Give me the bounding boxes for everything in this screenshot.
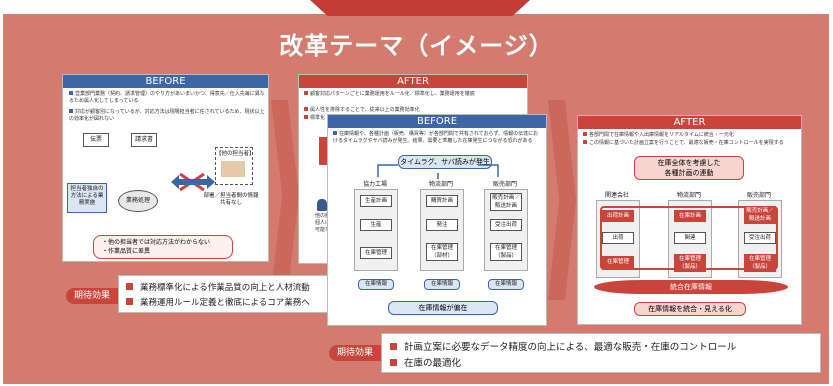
rcol2-item-3: 在庫管理（製品） [674,254,706,272]
bullet-square-icon [304,107,308,111]
after-right-header: AFTER [578,116,801,129]
before-left-bullet-2: 対応が顧客別になっているが、対応方法は現場担当者に任されているため、現状以上の効… [69,109,265,122]
other-person-box: 【他の担当者】 [215,147,255,185]
after-right-bullet-2: この情報に基づいた計画立案を行うことで、最適な販売・在庫コントロールを実現する [583,140,798,147]
effect-panel-2 [381,333,821,373]
col1-item-3: 在庫管理 [360,247,392,259]
col1-info: 在庫情報 [358,279,394,290]
after-left-header: AFTER [299,75,527,88]
issue-1: ・他の担当者では対応方法がわからない [102,239,211,246]
col3-item-2: 受注出荷 [490,219,522,231]
page-title: 改革テーマ（イメージ） [279,32,554,60]
no-share-note: 部署／担当者間の情報共有なし [203,193,259,206]
col-header-2: 物流部門 [428,181,453,188]
col3-info: 在庫情報 [488,279,524,290]
bullet-square-icon [390,343,397,350]
top-ribbon [310,0,530,16]
rcol3-item-1: 販売計画／販送計画 [744,206,776,224]
process-circle: 業務処理 [118,190,158,212]
after-right-footer: 在庫情報を統合・見える化 [634,302,746,316]
person-photo [221,161,245,177]
effect-label-1: 期待効果 [66,288,118,304]
bullet-square-icon [126,283,133,290]
effect1-item-2: 業務運用ルール定義と徹底によるコア業務へ [126,296,310,308]
banner-line-1: 在庫全体を考慮した [657,159,721,167]
col2-info: 在庫情報 [424,279,460,290]
after-right-slide: AFTER 各部門間で在庫情報や入出庫情報をリアルタイムに統合・一元化 この情報… [577,115,802,325]
before-mid-header: BEFORE [328,115,546,128]
col-header-3: 販売部門 [492,181,517,188]
after-left-fragment-2: 個人に依 [315,220,336,226]
bullet-square-icon [69,109,73,113]
bullet-square-icon [69,91,73,95]
banner-line-2: 各種計画の連動 [664,169,714,177]
rcol1-item-1: 出荷計画 [602,210,634,222]
bullet-square-icon [304,91,308,95]
integrated-inventory-bar: 統合在庫情報 [594,280,788,294]
rcol1-item-3: 在庫管理 [602,256,634,268]
bullet-square-icon [583,132,587,136]
before-left-slide: BEFORE 営業部門業務（契約、請求管理）のやり方があいまいかつ、得意先／仕入… [62,74,269,262]
after-right-banner: 在庫全体を考慮した 各種計画の連動 [634,156,744,180]
bullet-square-icon [583,140,587,144]
effect-label-2: 期待効果 [329,345,381,361]
before-mid-bullet-1: 在庫情報や、各種計画（販売、構買等）が各部門間で共有されておらず、情報の伝達にお… [333,131,539,144]
col2-item-2: 発注 [426,219,458,231]
double-arrow-icon [171,175,215,189]
col1-item-2: 生産 [360,219,392,231]
effect-panel-1 [118,275,353,313]
bullet-square-icon [333,131,337,135]
staff-note: 担当者独自の方法による業務実施 [67,183,107,213]
doc-invoice: 請求書 [131,133,157,147]
issue-2: ・作業品質に差異 [102,248,151,255]
after-left-fragment-3: 可能な業 [315,227,336,233]
before-left-header: BEFORE [63,75,268,88]
right-col-header-2: 物流部門 [676,192,701,199]
after-right-bullet-1: 各部門間で在庫情報や入出庫情報をリアルタイムに統合・一元化 [583,132,798,139]
bullet-square-icon [304,115,308,119]
right-col-header-1: 関連会社 [604,192,629,199]
timelag-banner: タイムラグ、サバ読みが発生 [398,155,492,169]
col3-item-1: 販売計画／販送計画 [490,193,522,211]
after-left-bullet-3: 標準化 [304,115,524,122]
rcol1-item-2: 出荷 [602,232,634,244]
after-left-bullet-2: 属人性を排除することで、従来以上の業務効率化 [304,107,524,114]
rcol3-item-2: 受注出荷 [744,232,776,244]
right-col-header-3: 販売部門 [746,192,771,199]
effect2-item-1: 計画立案に必要なデータ精度の向上による、最適な販売・在庫のコントロール [390,339,736,353]
effect2-item-2: 在庫の最適化 [390,355,461,369]
rcol2-item-2: 関連 [674,232,706,244]
doc-slip: 伝票 [83,133,109,147]
before-left-bullet-1: 営業部門業務（契約、請求管理）のやり方があいまいかつ、得意先／仕入先毎に異なるた… [69,91,265,104]
after-left-fragment-1: 他の拠点 [315,213,336,219]
before-mid-footer: 在庫情報が偏在 [388,301,498,315]
col2-item-3: 在庫管理（部材） [426,243,458,261]
issue-box: ・他の担当者では対応方法がわからない ・作業品質に差異 [93,235,233,259]
col1-item-1: 生産計画 [360,195,392,207]
effect1-item-1: 業務標準化による作業品質の向上と人材流動 [126,281,310,293]
col2-item-1: 購買計画 [426,195,458,207]
col-header-1: 協力工場 [362,181,387,188]
bullet-square-icon [126,298,133,305]
rcol2-item-1: 在庫計画 [674,210,706,222]
rcol3-item-3: 在庫管理（製品） [744,254,776,272]
bullet-square-icon [390,359,397,366]
col3-item-3: 在庫管理（製品） [490,243,522,261]
banner-arrows-icon [377,164,499,179]
person-figure-icon [317,199,327,211]
before-mid-slide: BEFORE 在庫情報や、各種計画（販売、構買等）が各部門間で共有されておらず、… [327,114,547,326]
after-left-bullet-1: 顧客対応パターンごとに業務運用をルール化／標準化し、業務運用を徹底 [304,91,524,98]
